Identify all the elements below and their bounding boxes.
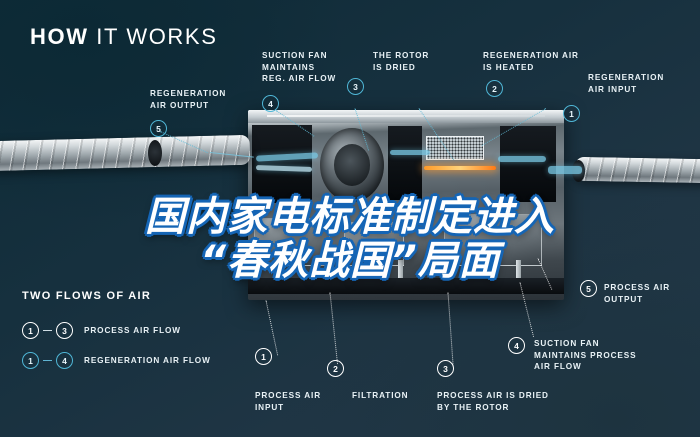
callout-label-regeneration-air-output: REGENERATION AIR OUTPUT: [150, 89, 227, 110]
legend-label-process: PROCESS AIR FLOW: [84, 326, 181, 335]
callout-label-suction-fan-process: SUCTION FAN MAINTAINS PROCESS AIR FLOW: [534, 339, 637, 371]
chamber-right: [500, 126, 556, 202]
callout-marker-regeneration-air-heated[interactable]: 2: [486, 80, 503, 97]
callout-marker-rotor-is-dried[interactable]: 3: [347, 78, 364, 95]
page-title-bold: HOW: [30, 24, 89, 49]
callout-label-regeneration-air-heated: REGENERATION AIR IS HEATED: [483, 51, 579, 72]
heater-element: [424, 166, 496, 170]
callout-label-process-air-input: PROCESS AIR INPUT: [255, 391, 322, 412]
callout-marker-process-air-input[interactable]: 1: [255, 348, 272, 365]
callout-marker-process-air-dried[interactable]: 3: [437, 360, 454, 377]
callout-marker-regeneration-air-output[interactable]: 5: [150, 120, 167, 137]
duct-left-cap: [148, 140, 162, 166]
legend-title: TWO FLOWS OF AIR: [22, 290, 152, 302]
callout-marker-process-air-output[interactable]: 5: [580, 280, 597, 297]
callout-label-process-air-dried: PROCESS AIR IS DRIED BY THE ROTOR: [437, 391, 549, 412]
overlay-headline-line2: “春秋战国”局面: [200, 238, 500, 284]
chamber-mid: [388, 126, 422, 200]
access-panel-mid: [344, 222, 404, 266]
callout-label-regeneration-air-input: REGENERATION AIR INPUT: [588, 73, 665, 94]
machine-base: [248, 278, 564, 294]
leader-line-1-proc: [265, 300, 279, 356]
callout-marker-suction-fan-reg[interactable]: 4: [262, 95, 279, 112]
callout-marker-filtration[interactable]: 2: [327, 360, 344, 377]
legend-dash-process: [43, 329, 52, 332]
legend-row-process: 1 3 PROCESS AIR FLOW: [22, 322, 181, 339]
access-panel-left: [254, 218, 330, 266]
callout-label-filtration: FILTRATION: [352, 391, 409, 400]
support-leg-1: [278, 260, 283, 282]
dehumidifier-illustration: [248, 110, 564, 300]
callout-label-suction-fan-reg: SUCTION FAN MAINTAINS REG. AIR FLOW: [262, 51, 337, 83]
legend-marker-to-process: 3: [56, 322, 73, 339]
legend-row-regeneration: 1 4 REGENERATION AIR FLOW: [22, 352, 211, 369]
callout-marker-regeneration-air-input[interactable]: 1: [563, 105, 580, 122]
machine-top-panel: [248, 110, 564, 123]
legend-dash-regeneration: [43, 359, 52, 362]
legend-marker-from-regeneration: 1: [22, 352, 39, 369]
callout-label-rotor-is-dried: THE ROTOR IS DRIED: [373, 51, 430, 72]
chamber-left: [252, 125, 312, 203]
page-title: HOW IT WORKS: [30, 24, 217, 50]
callout-marker-suction-fan-process[interactable]: 4: [508, 337, 525, 354]
legend-marker-to-regeneration: 4: [56, 352, 73, 369]
support-leg-3: [516, 260, 521, 282]
page-title-light: IT WORKS: [88, 24, 218, 49]
filter-mesh: [426, 136, 484, 160]
desiccant-rotor: [320, 128, 384, 202]
leader-line-2-proc: [329, 292, 339, 365]
legend-label-regeneration: REGENERATION AIR FLOW: [84, 356, 211, 365]
callout-label-process-air-output: PROCESS AIR OUTPUT: [604, 283, 671, 304]
airflow-stream-4: [498, 156, 546, 162]
support-leg-2: [398, 260, 403, 282]
legend-marker-from-process: 1: [22, 322, 39, 339]
access-panel-right: [444, 214, 542, 266]
leader-line-3-proc: [447, 292, 454, 367]
airflow-stream-3: [390, 150, 430, 155]
duct-right-airflow: [548, 166, 582, 174]
duct-right: [574, 156, 700, 184]
overlay-headline-line1: 国内家电标准制定进入: [145, 194, 555, 240]
